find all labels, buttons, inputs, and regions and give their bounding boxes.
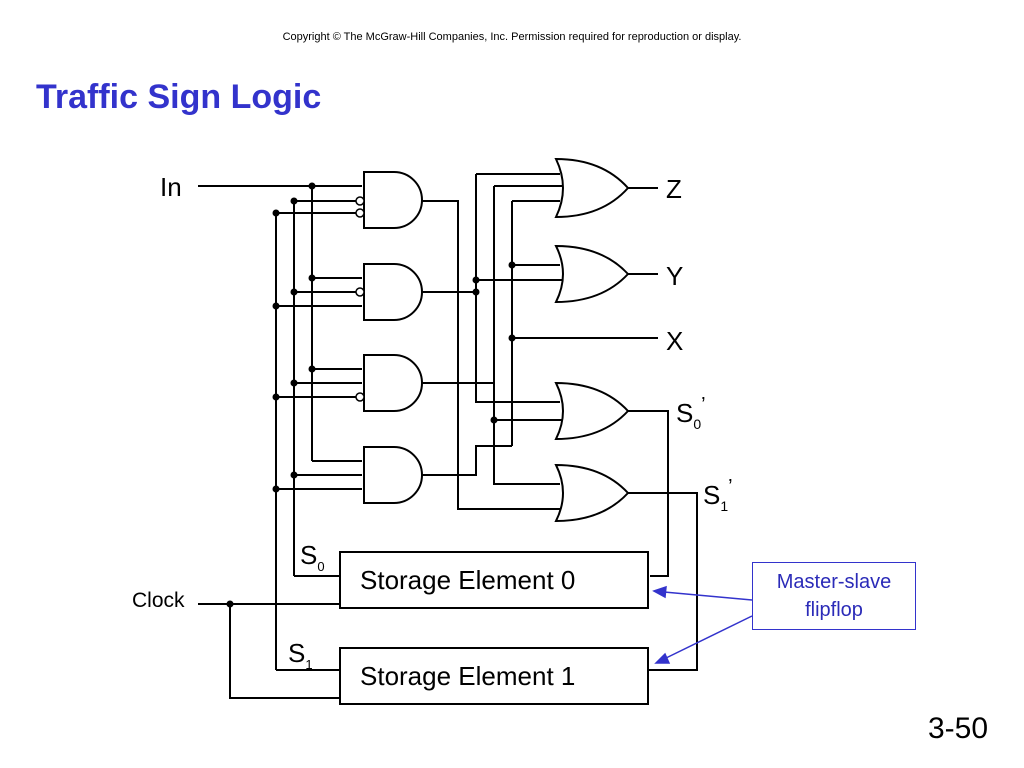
- and-gate-2: [363, 263, 423, 321]
- output-z-label: Z: [666, 174, 682, 204]
- output-x-label: X: [666, 326, 683, 356]
- state-0-label: S0: [300, 540, 325, 574]
- and-gate-3: [363, 354, 423, 412]
- or-gate-z: [554, 157, 630, 219]
- storage-element-0-label: Storage Element 0: [360, 565, 575, 595]
- or-gate-y: [554, 244, 630, 304]
- storage-element-1-label: Storage Element 1: [360, 661, 575, 691]
- state-1-label: S1: [288, 638, 313, 672]
- next-state-0-label: S0’: [676, 394, 706, 432]
- callout-line-2: flipflop: [805, 599, 863, 621]
- or-gate-s0: [554, 381, 630, 441]
- or-gate-s1: [554, 463, 630, 523]
- input-in-label: In: [160, 172, 182, 202]
- page-number: 3-50: [927, 712, 988, 745]
- callout-line-1: Master-slave: [776, 571, 892, 593]
- storage-element-0-box: [339, 551, 649, 609]
- copyright-notice: Copyright © The McGraw-Hill Companies, I…: [282, 31, 742, 43]
- inverter-bubble: [355, 208, 365, 218]
- next-state-1-label: S1’: [703, 476, 733, 514]
- and-gate-1: [363, 171, 423, 229]
- clock-label: Clock: [132, 589, 185, 612]
- inverter-bubble: [355, 287, 365, 297]
- output-y-label: Y: [666, 261, 683, 291]
- inverter-bubble: [355, 196, 365, 206]
- inverter-bubble: [355, 392, 365, 402]
- storage-element-1-box: [339, 647, 649, 705]
- and-gate-4: [363, 446, 423, 504]
- master-slave-callout: Master-slave flipflop: [752, 562, 916, 630]
- slide-title: Traffic Sign Logic: [36, 78, 322, 116]
